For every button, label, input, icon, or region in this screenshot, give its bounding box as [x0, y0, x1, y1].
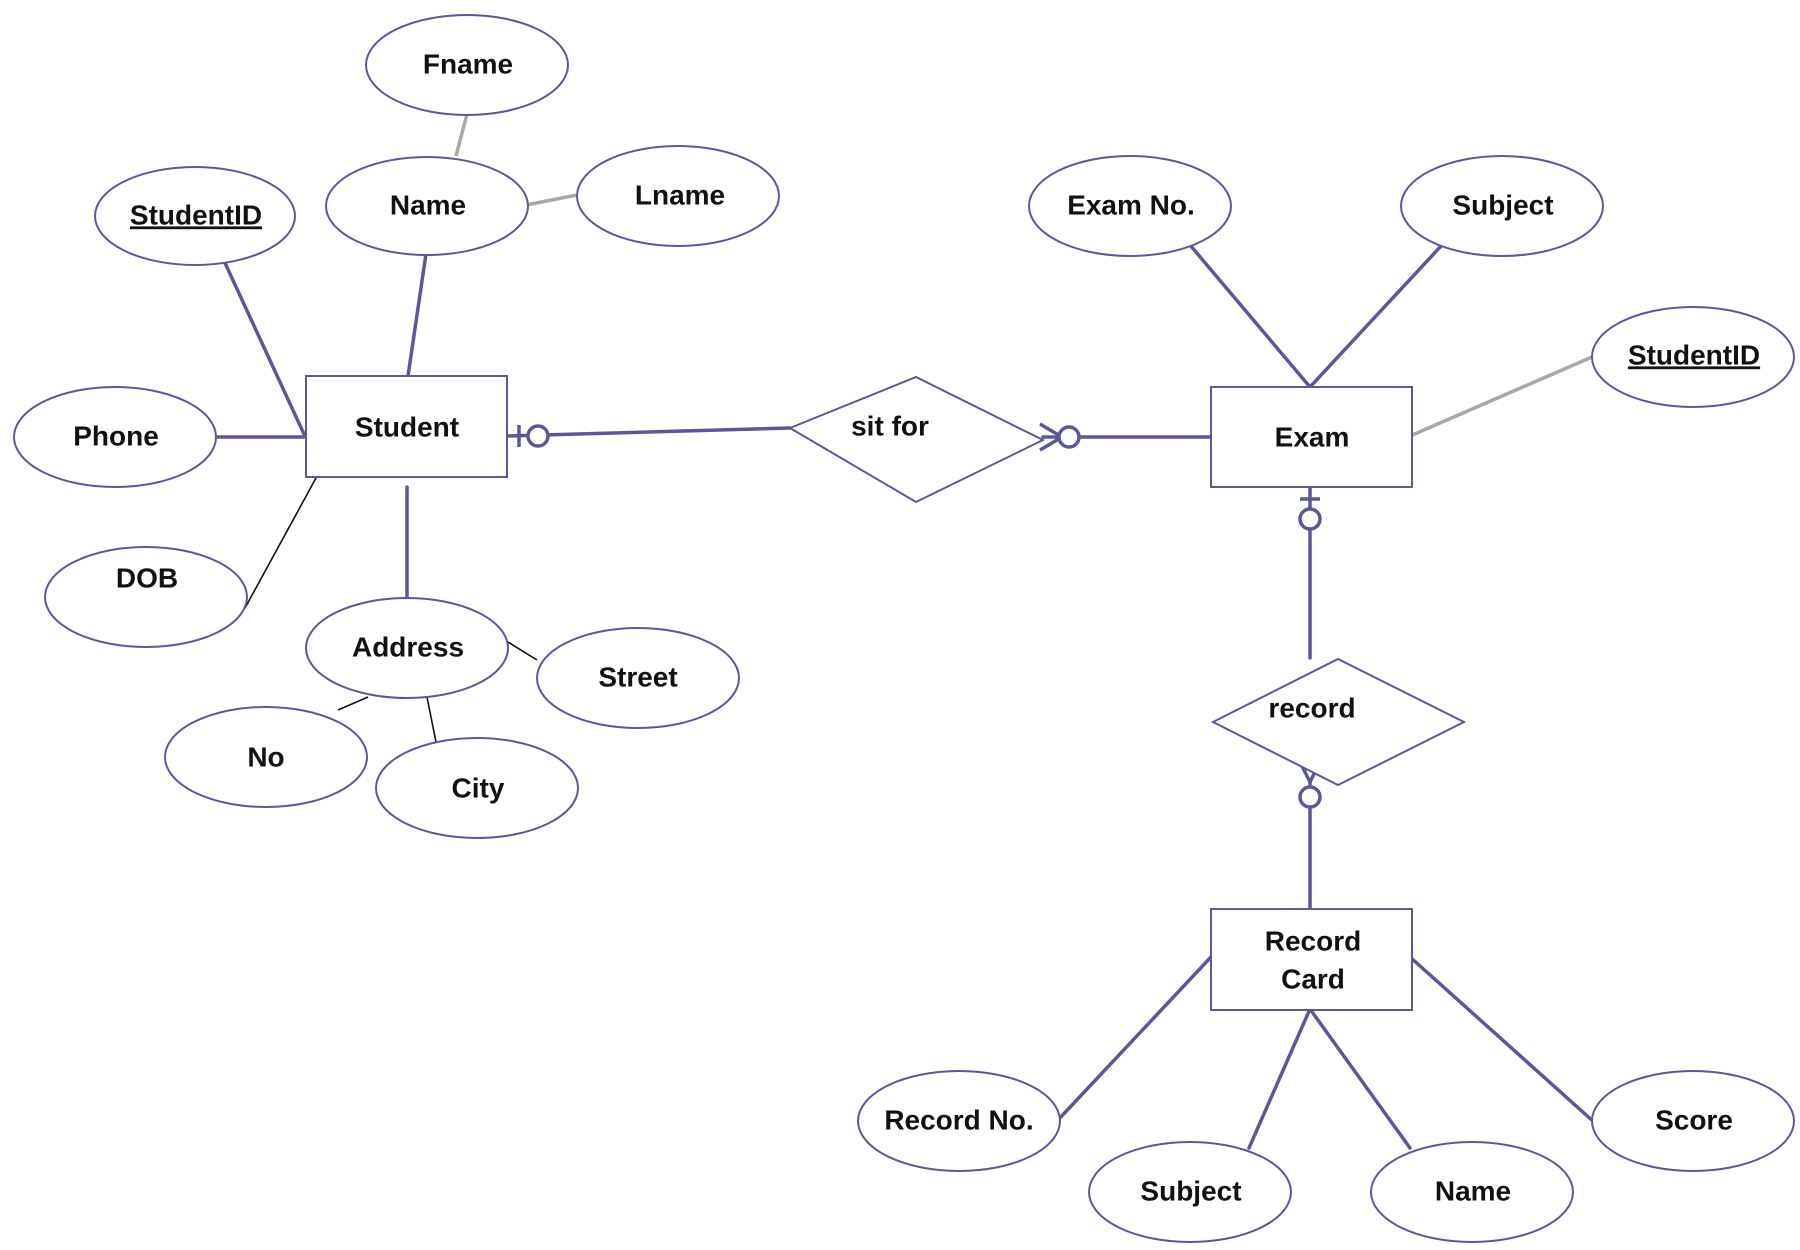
cardinality-marks: [517, 422, 1323, 809]
relationship-sit-for-diamond: [787, 375, 1046, 504]
attr-student-phone[interactable]: Phone: [13, 386, 217, 488]
link-dob-student: [244, 477, 317, 609]
link-fname-name: [454, 113, 469, 157]
link-subject-recordcard: [1247, 1007, 1312, 1150]
attr-student-name-label: Name: [390, 189, 466, 220]
relationship-record-label: record: [1268, 692, 1355, 723]
relationship-sit-for[interactable]: sit for: [787, 375, 1046, 504]
attr-student-lname[interactable]: Lname: [576, 145, 780, 247]
attr-student-street-ellipse: [536, 627, 740, 729]
attr-student-studentid-ellipse: [94, 166, 296, 266]
attr-exam-subject[interactable]: Subject: [1400, 155, 1604, 257]
attr-recordcard-score-label: Score: [1655, 1104, 1733, 1135]
attr-recordcard-name[interactable]: Name: [1370, 1141, 1574, 1243]
attr-exam-examno-label: Exam No.: [1067, 189, 1195, 220]
attr-recordcard-score-ellipse: [1591, 1070, 1795, 1172]
entity-exam-box: [1210, 386, 1413, 488]
entity-student[interactable]: Student: [305, 375, 508, 478]
attr-exam-examno-ellipse: [1028, 155, 1232, 257]
link-name-recordcard: [1308, 1007, 1412, 1150]
attr-student-city[interactable]: City: [375, 737, 579, 839]
attr-student-dob[interactable]: DOB: [44, 546, 248, 648]
attr-student-dob-label: DOB: [116, 562, 178, 593]
attr-recordcard-subject-label: Subject: [1140, 1175, 1241, 1206]
attr-exam-studentid-label: StudentID: [1628, 339, 1760, 370]
link-score-recordcard: [1408, 955, 1596, 1124]
attr-student-name[interactable]: Name: [325, 156, 529, 256]
entity-student-label: Student: [355, 411, 459, 442]
attr-student-no[interactable]: No: [164, 706, 368, 808]
attr-student-phone-label: Phone: [73, 420, 159, 451]
entity-record-card-label-line1: Record: [1265, 925, 1361, 956]
attr-recordcard-score[interactable]: Score: [1591, 1070, 1795, 1172]
attr-student-fname-ellipse: [365, 14, 569, 116]
attr-student-lname-label: Lname: [635, 179, 725, 210]
attr-exam-studentid[interactable]: StudentID: [1591, 306, 1795, 408]
entity-exam[interactable]: Exam: [1210, 386, 1413, 488]
attr-recordcard-recordno-label: Record No.: [884, 1104, 1033, 1135]
attr-student-city-ellipse: [375, 737, 579, 839]
attr-student-fname-label: Fname: [423, 48, 513, 79]
link-subject-exam: [1308, 243, 1444, 389]
attr-student-street[interactable]: Street: [536, 627, 740, 729]
relationship-sit-for-label: sit for: [851, 410, 929, 441]
zero-circle-recordcard: [1298, 785, 1322, 809]
link-address-city: [426, 696, 438, 748]
attr-student-name-ellipse: [325, 156, 529, 256]
entity-record-card-box: [1210, 908, 1413, 1011]
attr-student-street-label: Street: [598, 661, 677, 692]
link-name-student: [406, 252, 428, 378]
attr-student-fname[interactable]: Fname: [365, 14, 569, 116]
link-student-sitfor: [506, 426, 792, 438]
attr-recordcard-subject-ellipse: [1088, 1141, 1292, 1243]
attr-student-address-label: Address: [352, 631, 464, 662]
attr-student-no-ellipse: [164, 706, 368, 808]
attr-student-no-label: No: [247, 741, 284, 772]
attr-exam-subject-ellipse: [1400, 155, 1604, 257]
zero-circle-exam-left: [1057, 425, 1081, 449]
attr-student-studentid[interactable]: StudentID: [94, 166, 296, 266]
link-studentid-student: [223, 261, 306, 436]
entity-student-box: [305, 375, 508, 478]
entity-exam-label: Exam: [1275, 421, 1350, 452]
zero-circle-exam-bottom: [1298, 507, 1322, 531]
link-studentid-exam: [1409, 355, 1593, 438]
link-lname-name: [525, 193, 578, 207]
attr-student-lname-ellipse: [576, 145, 780, 247]
link-address-street: [507, 641, 538, 661]
attr-student-phone-ellipse: [13, 386, 217, 488]
relationship-record-diamond: [1210, 657, 1467, 787]
link-address-no: [337, 696, 369, 711]
link-examno-exam: [1188, 243, 1312, 389]
attr-exam-subject-label: Subject: [1452, 189, 1553, 220]
relationship-record[interactable]: record: [1210, 657, 1467, 787]
attr-exam-examno[interactable]: Exam No.: [1028, 155, 1232, 257]
attr-student-dob-ellipse: [44, 546, 248, 648]
attr-student-address-ellipse: [305, 597, 509, 699]
attr-recordcard-recordno-ellipse: [857, 1070, 1061, 1172]
attr-exam-studentid-ellipse: [1591, 306, 1795, 408]
link-recordno-recordcard: [1056, 955, 1213, 1122]
attr-recordcard-recordno[interactable]: Record No.: [857, 1070, 1061, 1172]
attr-student-studentid-label: StudentID: [130, 199, 262, 230]
attr-recordcard-subject[interactable]: Subject: [1088, 1141, 1292, 1243]
attr-recordcard-name-label: Name: [1435, 1175, 1511, 1206]
attr-student-address[interactable]: Address: [305, 597, 509, 699]
entity-record-card[interactable]: Record Card: [1210, 908, 1413, 1011]
zero-circle-student: [526, 424, 550, 448]
attr-student-city-label: City: [452, 772, 505, 803]
attr-recordcard-name-ellipse: [1370, 1141, 1574, 1243]
entity-record-card-label-line2: Card: [1281, 963, 1345, 994]
